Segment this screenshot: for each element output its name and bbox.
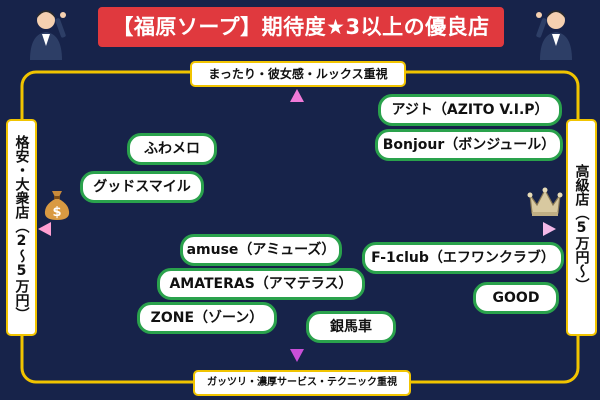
businessperson-pointing-icon [30, 10, 66, 60]
businessperson-pointing-icon [536, 10, 572, 60]
shop-label: 銀馬車 [306, 311, 396, 343]
page-title: 【福原ソープ】期待度★3以上の優良店 [98, 7, 504, 47]
shop-label: amuse（アミューズ） [180, 234, 342, 266]
axis-label-bottom: ガッツリ・濃厚サービス・テクニック重視 [193, 370, 411, 396]
money-bag-icon: $ [44, 191, 70, 220]
shop-label: グッドスマイル [80, 171, 204, 203]
shop-label: ふわメロ [127, 133, 217, 165]
axis-label-top: まったり・彼女感・ルックス重視 [190, 61, 406, 87]
axis-arrow-down [290, 349, 304, 362]
shop-label: ZONE（ゾーン） [137, 302, 277, 334]
shop-label: F-1club（エフワンクラブ） [362, 242, 564, 274]
svg-text:$: $ [52, 205, 61, 220]
shop-label: AMATERAS（アマテラス） [157, 268, 365, 300]
shop-label: アジト（AZITO V.I.P） [378, 94, 562, 126]
axis-arrow-up [290, 89, 304, 102]
crown-icon [527, 187, 563, 216]
axis-label-left: 格安・大衆店（2～5万円） [6, 119, 37, 336]
shop-label: Bonjour（ボンジュール） [375, 129, 563, 161]
axis-arrow-right [543, 222, 556, 236]
shop-label: GOOD [473, 282, 559, 314]
axis-arrow-left [38, 222, 51, 236]
axis-label-right: 高級店（5万円～） [566, 119, 597, 336]
